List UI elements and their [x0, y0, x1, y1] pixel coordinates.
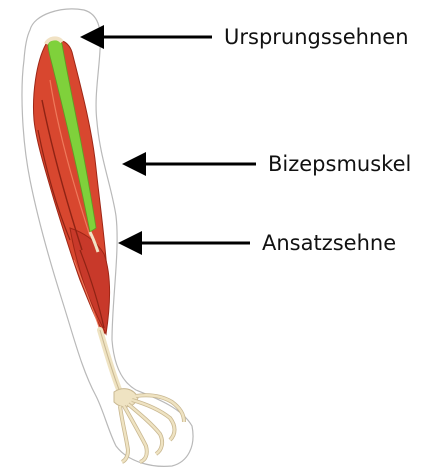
arrow-origin-tendons	[80, 25, 212, 49]
wrist-bones	[114, 389, 138, 407]
label-biceps-muscle: Bizepsmuskel	[268, 152, 411, 176]
arrow-biceps-muscle	[122, 152, 256, 176]
label-origin-tendons: Ursprungssehnen	[224, 25, 409, 49]
muscle-group	[34, 40, 110, 334]
hand-skeleton	[114, 389, 184, 462]
label-insertion-tendon: Ansatzsehne	[262, 231, 396, 255]
arrow-insertion-tendon	[118, 231, 250, 255]
